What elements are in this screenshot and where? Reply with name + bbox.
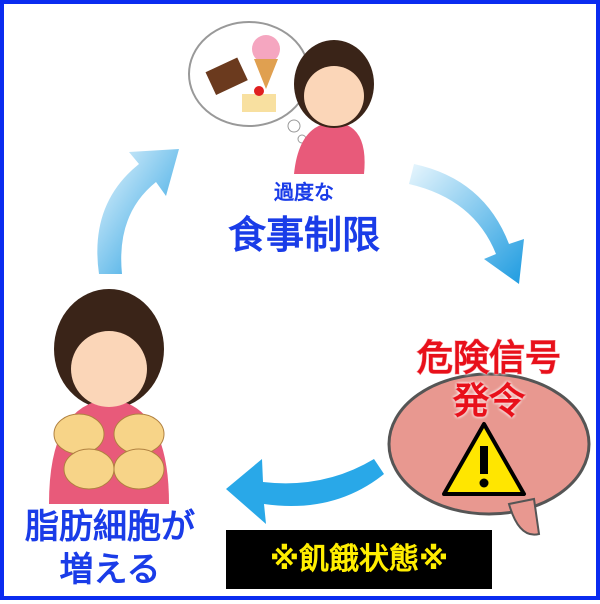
- woman-dieting: [294, 40, 374, 174]
- woman-with-fat-cells: [49, 289, 169, 504]
- warning-icon: [442, 422, 526, 496]
- starvation-state-banner: ※飢餓状態※: [226, 530, 492, 589]
- brain-with-warning: [387, 372, 591, 536]
- right-label-line1: 危険信号: [416, 338, 561, 380]
- right-label-line2: 発令: [452, 381, 525, 423]
- illustrations: [49, 21, 591, 536]
- top-label-line1: 過度な: [274, 180, 335, 205]
- top-label-line2: 食事制限: [227, 213, 380, 258]
- cycle-arrow-top-right: [409, 164, 524, 284]
- cycle-arrow-left: [97, 149, 179, 274]
- left-label-line2: 増える: [59, 550, 161, 591]
- thought-bubble-sweets: [188, 21, 310, 144]
- cycle-arrow-bottom: [226, 459, 384, 524]
- left-label-line1: 脂肪細胞が: [25, 507, 196, 548]
